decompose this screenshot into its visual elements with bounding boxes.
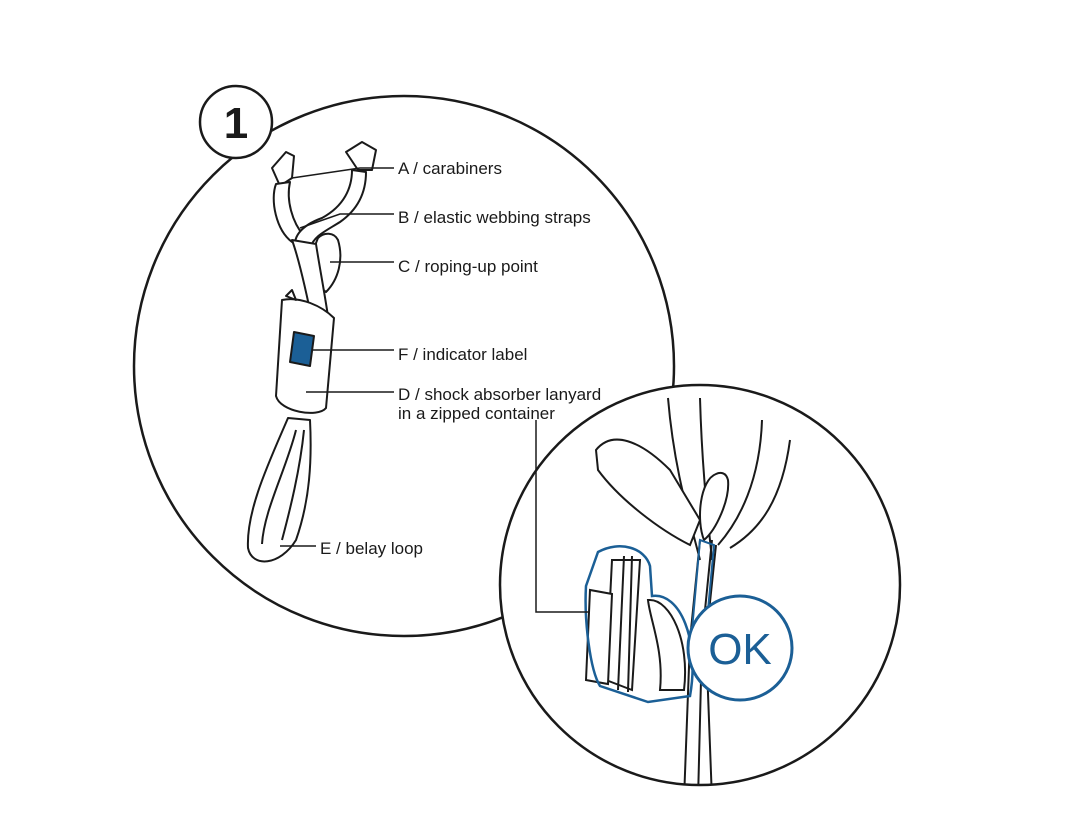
label-d-line2: in a zipped container [398, 404, 555, 423]
label-a: A / carabiners [398, 159, 502, 178]
indicator-label [289, 331, 315, 367]
belay-loop [246, 417, 312, 563]
label-b: B / elastic webbing straps [398, 208, 591, 227]
label-c: C / roping-up point [398, 257, 538, 276]
ok-text: OK [708, 625, 772, 674]
leader-lines [280, 167, 590, 613]
inset-circle [498, 383, 902, 787]
carabiner-right-icon [345, 141, 377, 171]
ok-badge: OK [686, 594, 794, 702]
step-number: 1 [224, 99, 248, 148]
label-d-line1: D / shock absorber lanyard [398, 385, 601, 404]
label-f: F / indicator label [398, 345, 527, 364]
lanyard-drawing [246, 141, 377, 563]
step-badge: 1 [198, 84, 274, 160]
label-e: E / belay loop [320, 539, 423, 558]
